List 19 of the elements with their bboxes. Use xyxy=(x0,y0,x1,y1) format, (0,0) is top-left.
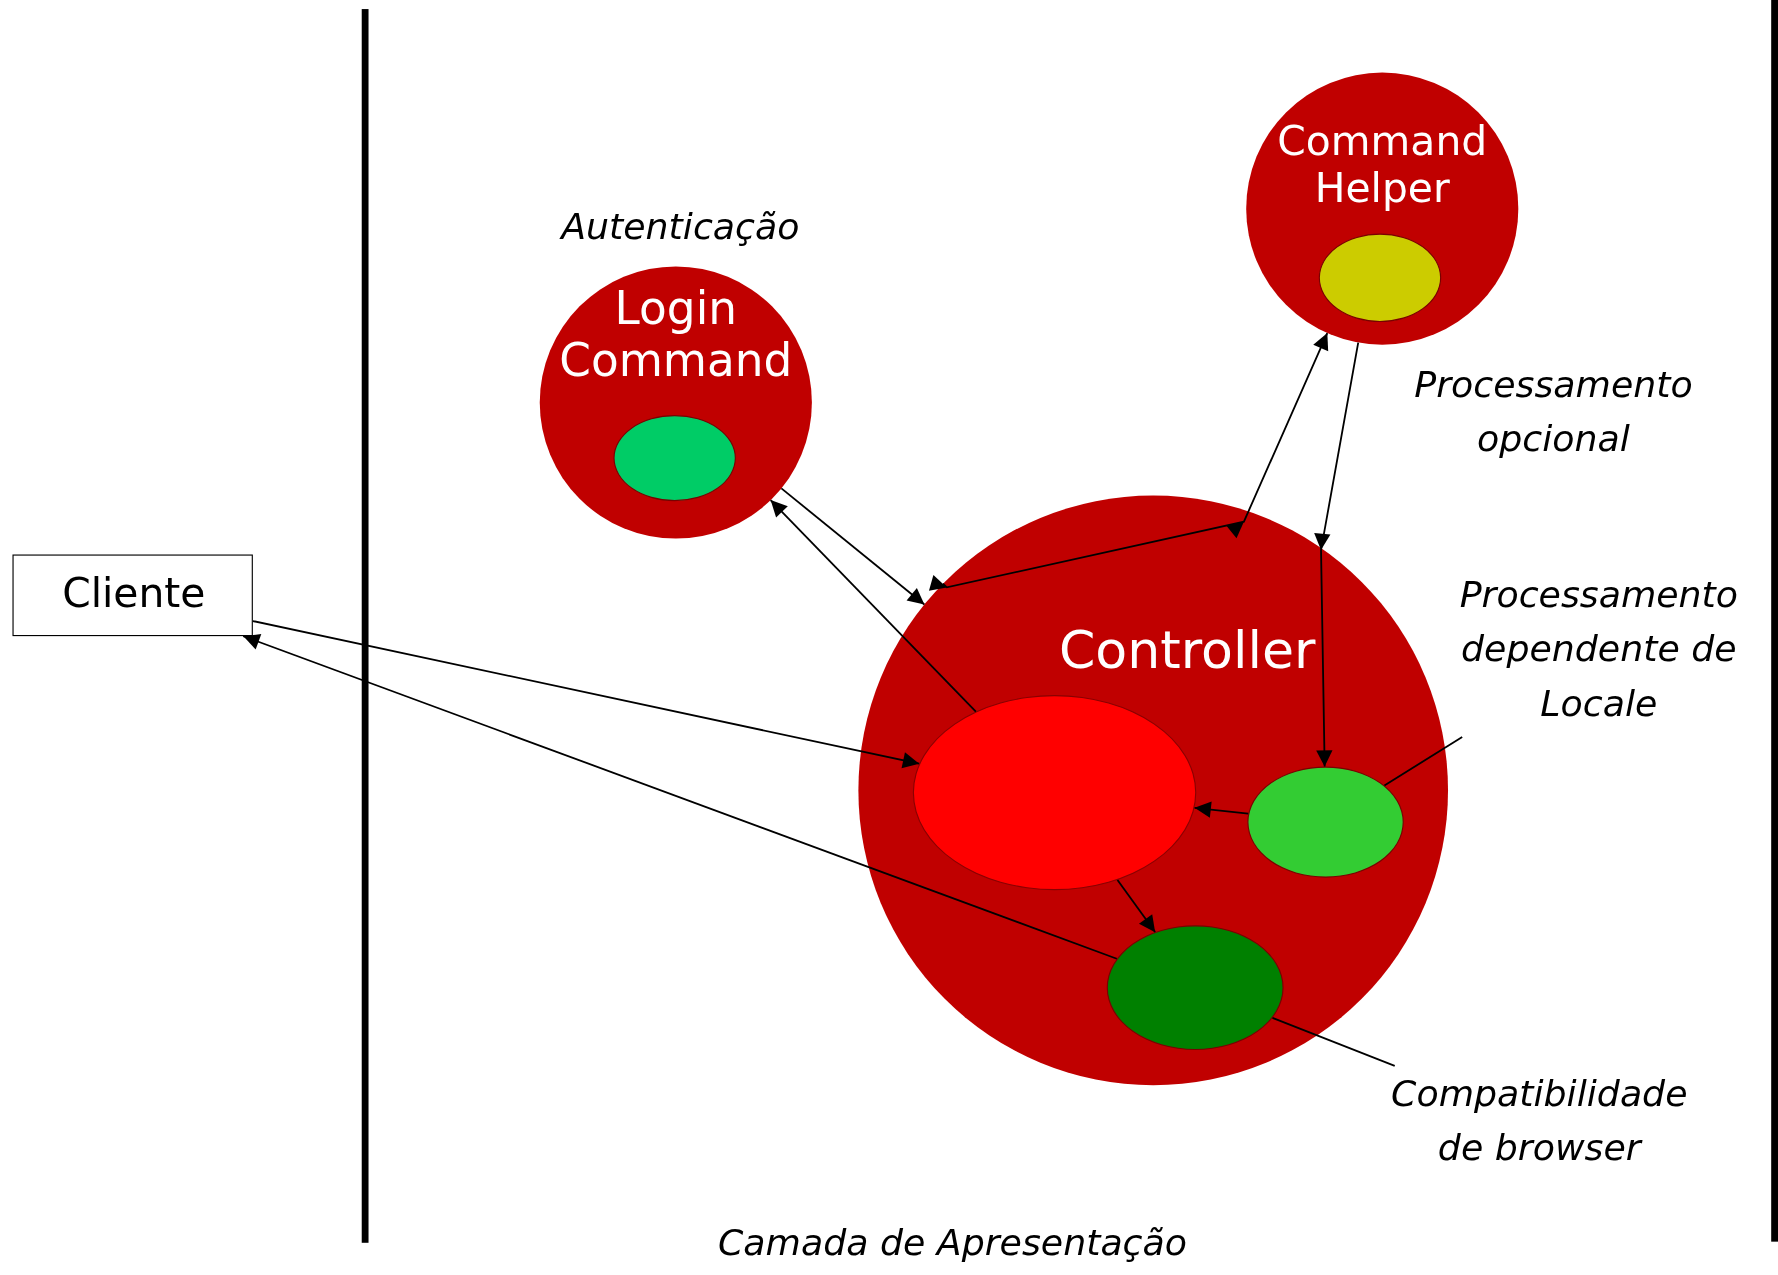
node-label: Command Helper xyxy=(1276,117,1489,212)
leader-line xyxy=(1271,1017,1396,1067)
node-label: Login Command xyxy=(558,282,794,387)
arrow xyxy=(1314,341,1360,768)
caption-text: Autenticação xyxy=(558,204,801,251)
node-label: Controller xyxy=(1057,620,1317,681)
caption-text: Processamento opcional xyxy=(1413,361,1694,463)
annotation-text: Processamento dependente de Locale xyxy=(1451,566,1747,731)
arrow xyxy=(1193,801,1250,818)
arrow xyxy=(929,332,1329,591)
node-label: Cliente xyxy=(61,569,207,617)
arrow xyxy=(780,487,926,606)
arrow xyxy=(1116,879,1157,933)
annotation-text: Compatibilidade de browser xyxy=(1377,1065,1701,1175)
arrow xyxy=(242,634,1118,960)
layer-label: Camada de Apresentação xyxy=(717,1220,1188,1267)
process-box xyxy=(12,554,253,637)
arrow xyxy=(769,499,977,713)
arrow xyxy=(251,620,921,769)
